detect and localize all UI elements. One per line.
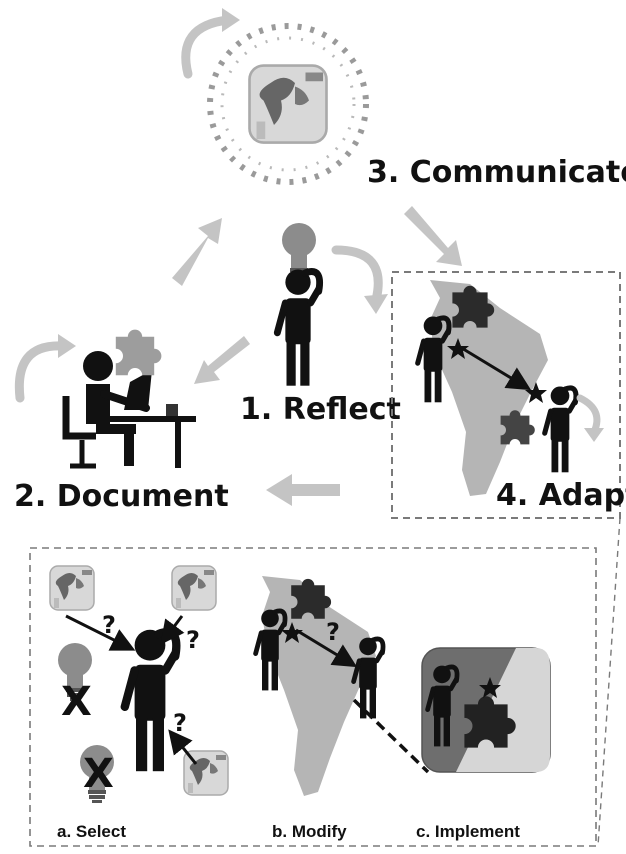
modify-transfer-arrow: [295, 628, 358, 668]
zoom-connector-line: [597, 517, 621, 847]
substep-modify-label: b. Modify: [272, 822, 347, 841]
zoom-dashed-line: [352, 698, 430, 774]
select-tile-1-icon: [49, 565, 95, 611]
reflect-group: 1. Reflect: [240, 223, 401, 427]
reflect-cycle-arrowhead: [364, 294, 388, 314]
document-group: 2. Document: [14, 329, 229, 514]
select-person-icon: [125, 630, 177, 771]
substeps-dashed-box: [29, 547, 597, 847]
reflect-person-icon: [277, 270, 319, 386]
modify-star-icon: [281, 622, 303, 643]
reject-x-2: X: [83, 751, 114, 797]
document-cycle-arrow: [14, 341, 67, 403]
arrow-reflect-to-document: [194, 336, 250, 384]
modify-group: ? b. Modify: [256, 576, 383, 841]
document-puzzle-icon: [115, 329, 162, 376]
adapt-cycle-arrow: [576, 394, 601, 436]
communicate-cycle-arrow: [181, 15, 233, 79]
question-mark-4: ?: [326, 618, 340, 646]
substep-select-label: a. Select: [57, 822, 126, 841]
question-mark-2: ?: [186, 626, 200, 654]
arrow-adapt-to-document: [266, 474, 340, 506]
arrow-communicate-to-adapt: [404, 206, 462, 266]
adapt-cycle-arrowhead: [584, 428, 604, 442]
shared-tile-icon: [248, 64, 328, 144]
communicate-group: 3. Communicate: [181, 8, 626, 190]
document-cycle-arrowhead: [58, 334, 76, 358]
step-adapt-label: 4. Adapt: [496, 478, 626, 513]
select-arrow-1: [65, 614, 136, 651]
step-reflect-label: 1. Reflect: [240, 392, 401, 427]
communicate-cycle-arrowhead: [222, 8, 240, 32]
reject-x-1: X: [61, 679, 92, 725]
implement-star-icon: [479, 677, 501, 698]
select-tile-2-icon: [171, 565, 217, 611]
document-person-at-desk-icon: [62, 351, 196, 469]
substeps-panel: X X ? ? ? a. Select ? b. Modify: [29, 517, 621, 847]
step-communicate-label: 3. Communicate: [367, 155, 626, 190]
people-ring-inner-icon: [220, 36, 356, 172]
select-group: X X ? ? ? a. Select: [49, 565, 229, 841]
adapt-star-target-icon: [525, 382, 547, 403]
adapt-transfer-arrow: [459, 345, 532, 391]
step-document-label: 2. Document: [14, 479, 229, 514]
reflect-cycle-arrow: [331, 245, 383, 305]
main-cycle-arrows: [172, 206, 462, 506]
adapt-person-right-icon: [545, 386, 576, 472]
question-mark-1: ?: [102, 611, 116, 639]
substep-implement-label: c. Implement: [416, 822, 520, 841]
adapt-south-america-map: [430, 280, 548, 496]
adapt-star-origin-icon: [447, 338, 469, 359]
question-mark-3: ?: [173, 709, 187, 737]
implement-group: c. Implement: [352, 647, 551, 841]
adapt-group: 4. Adapt: [391, 271, 626, 519]
select-arrow-2: [160, 615, 185, 645]
people-ring-icon: [207, 23, 369, 185]
arrow-document-to-communicate: [172, 218, 222, 286]
adapt-dashed-box: [391, 271, 621, 519]
select-arrow-3: [168, 729, 198, 765]
